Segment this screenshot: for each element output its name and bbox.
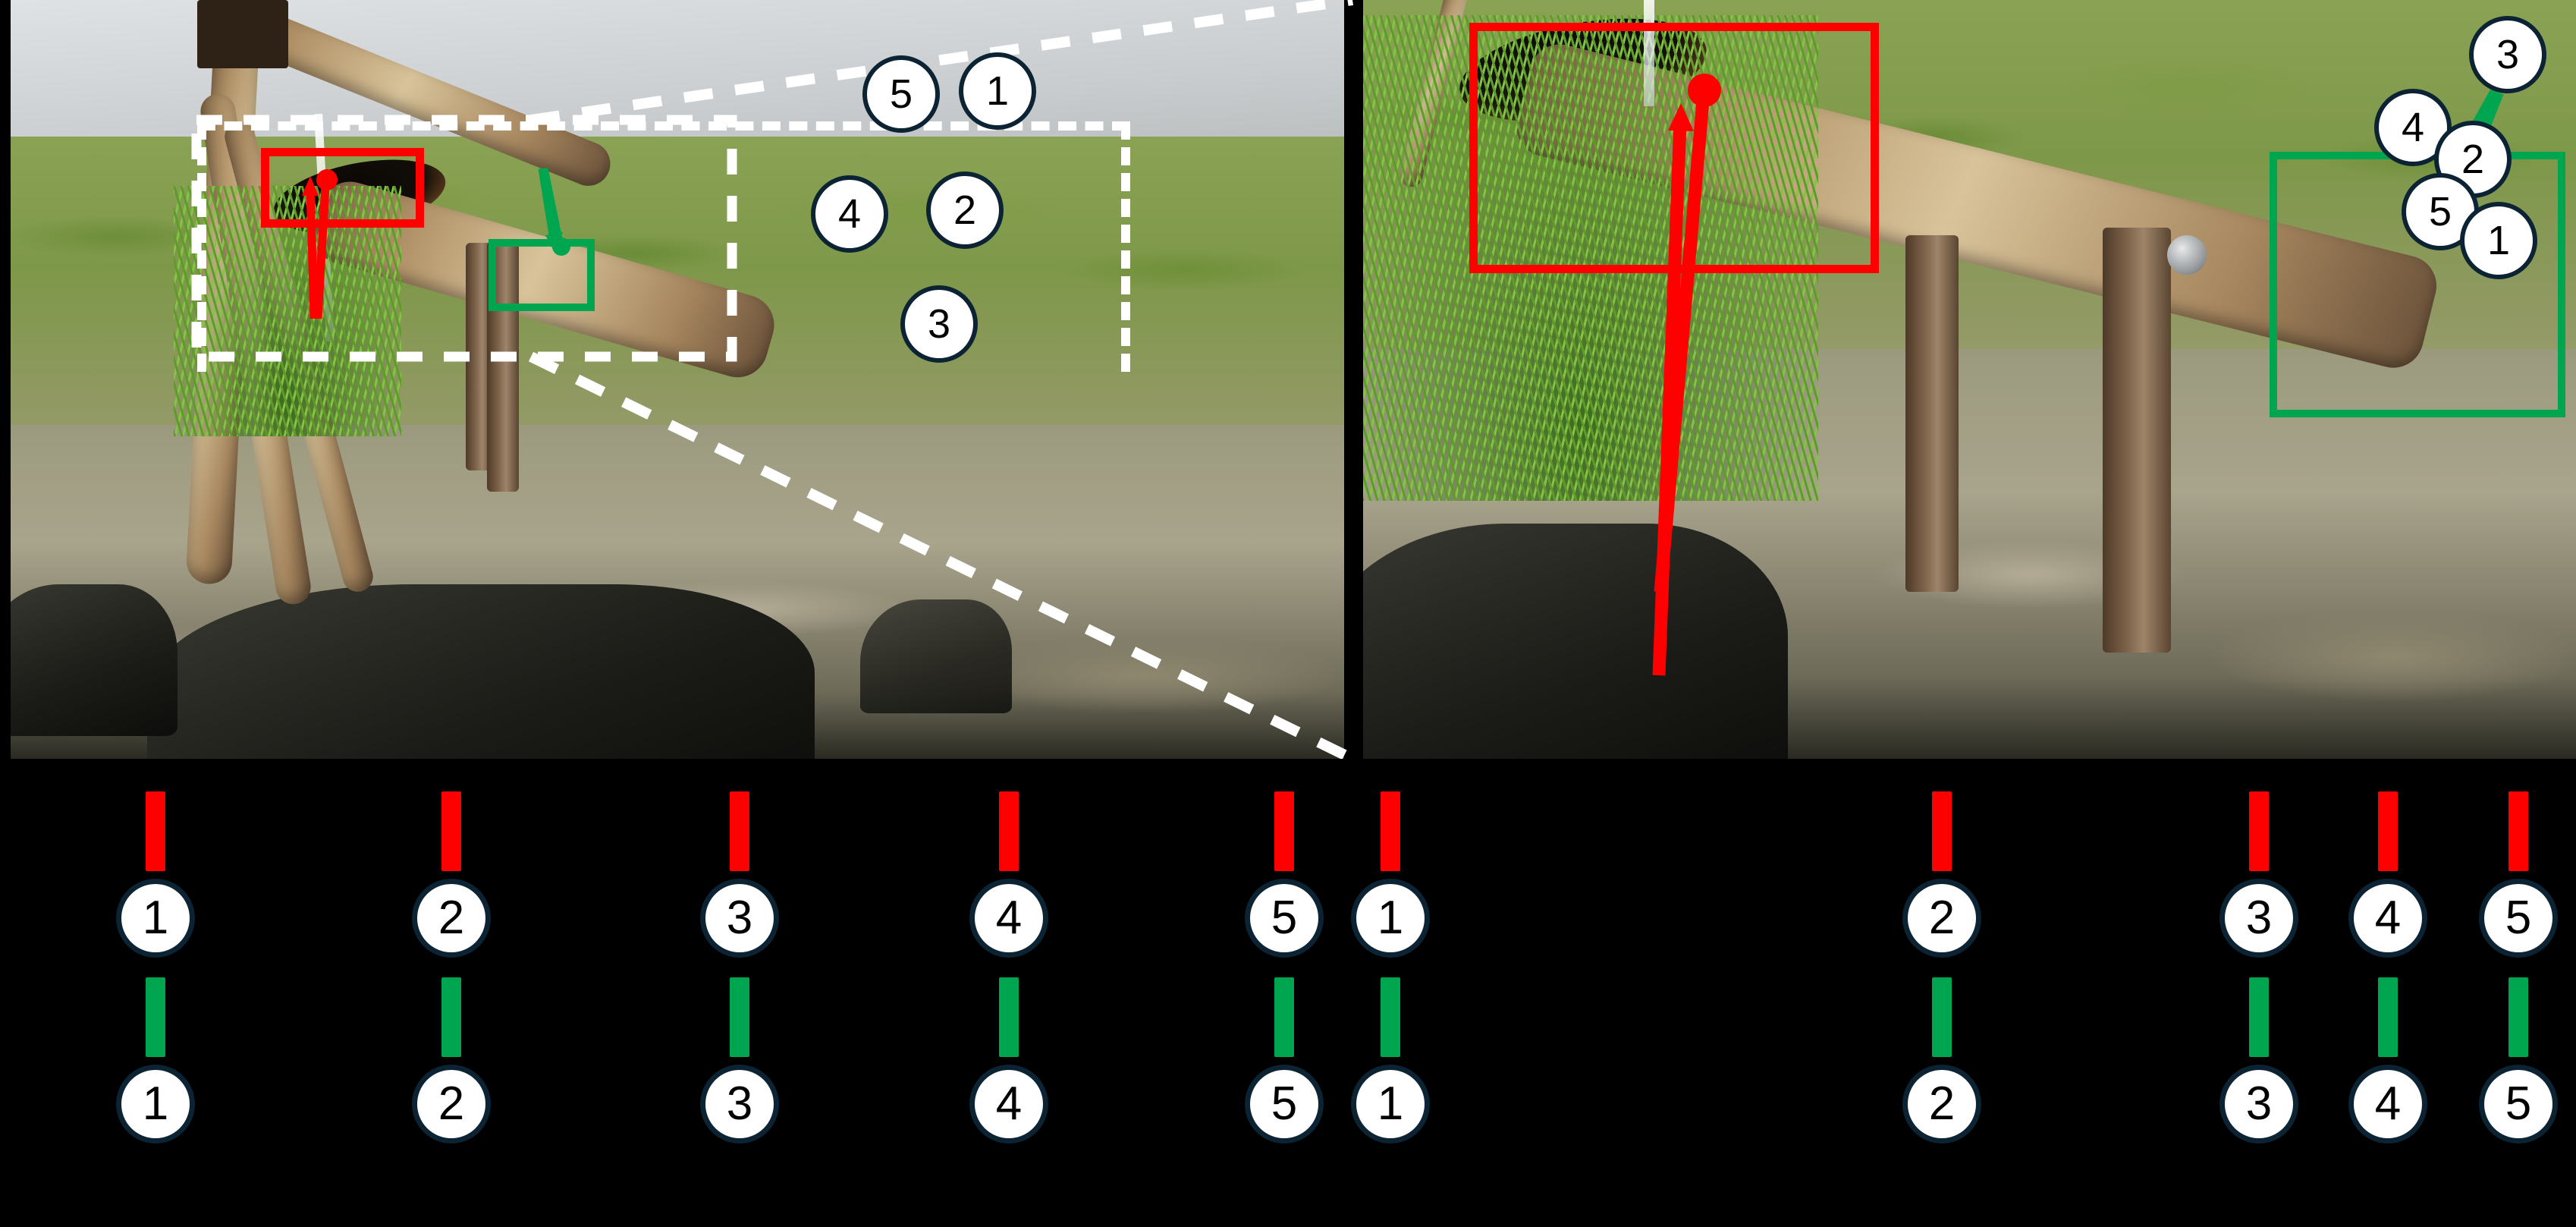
marker-green-1: 1 [2460,202,2537,279]
red-marker-9: 4 [2348,879,2427,958]
green-tick-6 [1381,977,1400,1057]
red-marker-5: 5 [1245,879,1324,958]
green-tick-7 [1932,977,1952,1057]
marker-red-2: 2 [926,171,1004,249]
roi-connector-top [529,0,1354,125]
wood-bracket [197,0,288,68]
red-marker-1: 1 [116,879,195,958]
red-tick-5 [1274,791,1294,871]
red-marker-8: 3 [2219,879,2298,958]
dark-stone-basin [147,584,815,759]
green-marker-5: 5 [1245,1065,1324,1144]
red-marker-10: 5 [2479,879,2558,958]
green-tick-10 [2508,977,2528,1057]
red-arrow-pair-right [1652,74,1721,676]
roi-and-connector-overlay [191,0,1356,764]
marker-red-4: 4 [811,175,888,253]
green-marker-6: 1 [1351,1065,1430,1144]
red-marker-4: 4 [969,879,1048,958]
metal-bolt [2167,235,2207,275]
green-marker-9: 4 [2348,1065,2427,1144]
red-tick-2 [441,791,461,871]
garden-scene-wide [11,0,1344,759]
green-marker-2: 2 [412,1065,491,1144]
red-tick-7 [1932,791,1952,871]
green-marker-10: 5 [2479,1065,2558,1144]
photo-row: 5 1 4 2 3 3 4 2 5 1 [11,0,2576,764]
green-tick-2 [441,977,461,1057]
red-marker-6: 1 [1351,879,1430,958]
panel-wide-shot [11,0,1344,759]
red-marker-3: 3 [700,879,779,958]
marker-green-3: 3 [2469,16,2546,93]
red-tick-6 [1381,791,1400,871]
green-marker-7: 2 [1902,1065,1981,1144]
garden-scene-zoom [1363,0,2576,759]
red-roi-box-left [261,148,424,228]
green-tick-4 [999,977,1019,1057]
green-marker-1: 1 [116,1065,195,1144]
red-tick-1 [146,791,165,871]
green-roi-box-left [488,239,595,311]
dark-stone-basin-zoom [1363,524,1788,759]
red-tick-4 [999,791,1019,871]
green-tick-1 [146,977,165,1057]
marker-red-5: 5 [862,55,940,133]
arrow-overlay-left [302,168,570,319]
grass-clump-zoom [1363,15,1818,501]
green-tick-5 [1274,977,1294,1057]
support-post-b-zoom [2103,228,2171,653]
red-tick-10 [2508,791,2528,871]
green-marker-4: 4 [969,1065,1048,1144]
red-tick-9 [2378,791,2398,871]
support-post-a-zoom [1905,235,1959,592]
red-tick-8 [2249,791,2269,871]
marker-red-3: 3 [900,285,978,363]
grass-clump [174,186,401,436]
red-marker-2: 2 [412,879,491,958]
green-tick-3 [730,977,749,1057]
marker-red-1: 1 [959,52,1036,130]
red-arrow-left [302,169,338,319]
green-marker-8: 3 [2219,1065,2298,1144]
roi-dashed-rect [191,115,737,362]
foreground-rock [11,584,177,736]
green-marker-3: 3 [700,1065,779,1144]
red-tick-3 [730,791,749,871]
roi-connector-bottom [528,351,1356,764]
red-marker-7: 2 [1902,879,1981,958]
green-tick-8 [2249,977,2269,1057]
panel-zoomed-crop [1363,0,2576,759]
green-arrow-left [538,168,570,256]
right-rock [860,599,1012,713]
roi-dashed-box-right [197,121,1130,372]
green-tick-9 [2378,977,2398,1057]
